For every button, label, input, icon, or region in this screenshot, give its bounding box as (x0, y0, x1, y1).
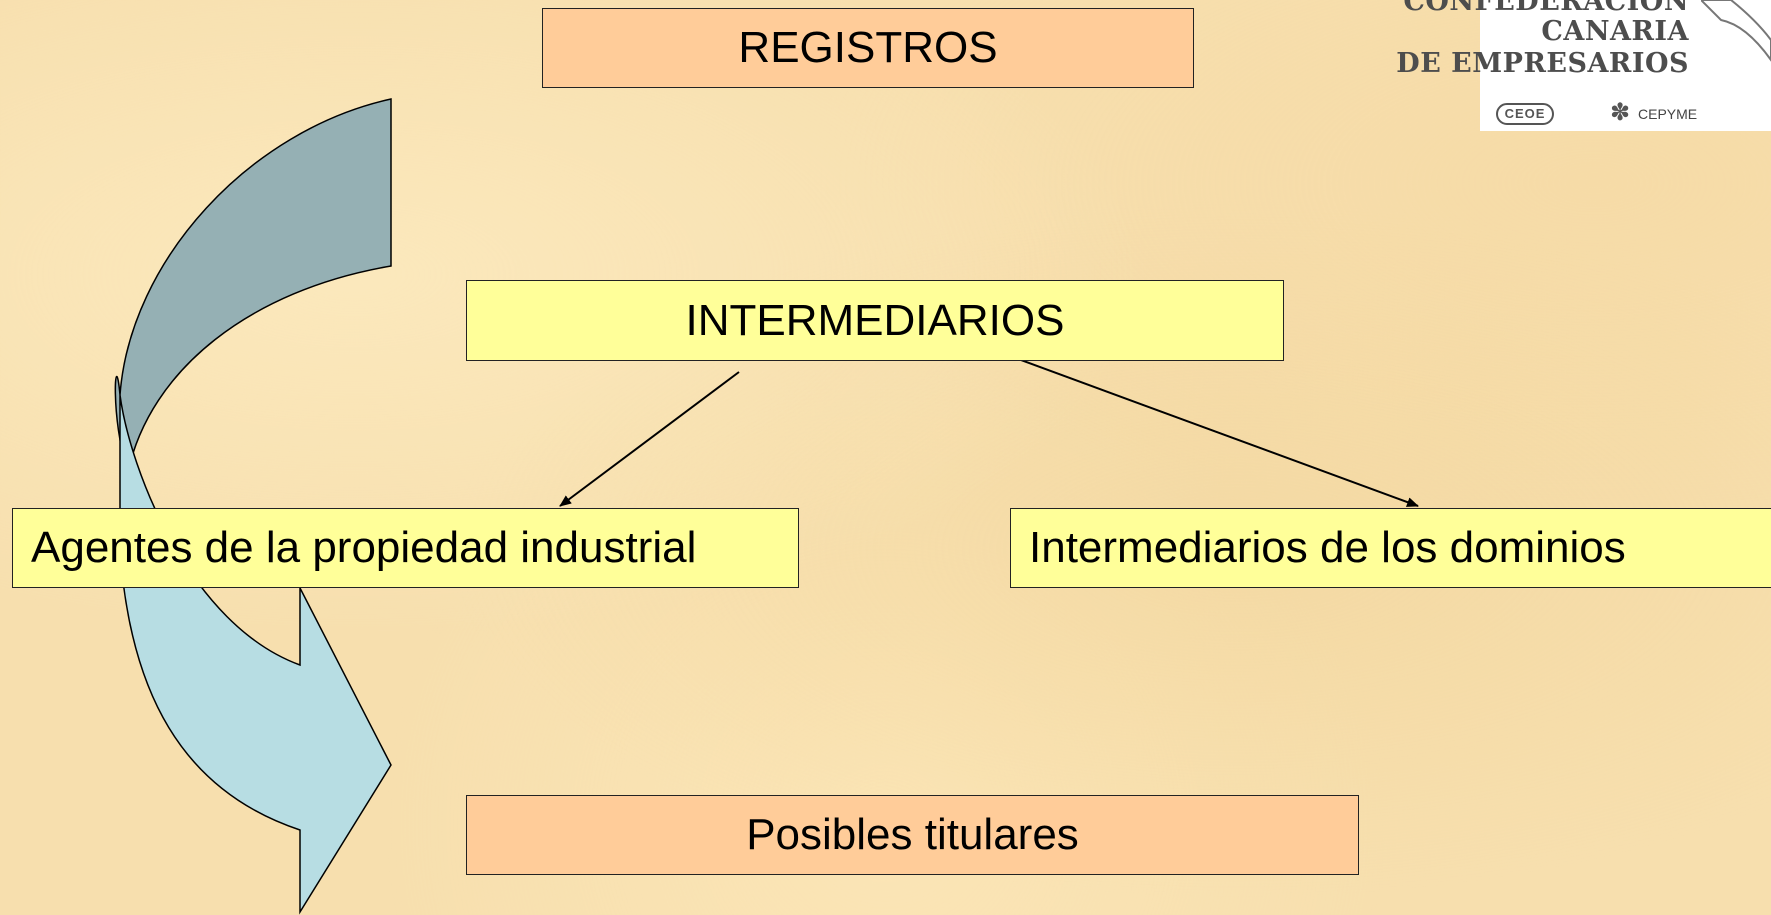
titulares-box: Posibles titulares (466, 795, 1359, 875)
curved-arrow-dark-band (114, 98, 392, 475)
dominios-box: Intermediarios de los dominios (1010, 508, 1771, 588)
confederacion-logo: CONFEDERACIÓN CANARIA DE EMPRESARIOS CEO… (1396, 0, 1771, 131)
dominios-label: Intermediarios de los dominios (1029, 523, 1626, 572)
titulares-label: Posibles titulares (746, 810, 1079, 859)
ceoe-logo: CEOE (1496, 103, 1554, 125)
logo-line-canaria: CANARIA (1541, 16, 1689, 47)
curved-arrow-light-band (119, 394, 392, 915)
cepyme-label: CEPYME (1638, 106, 1698, 122)
cepyme-flower-icon: ✽ (1610, 99, 1631, 126)
logo-arc-icon (1701, 0, 1771, 62)
connector-to-agentes (559, 371, 740, 507)
agentes-label: Agentes de la propiedad industrial (31, 523, 697, 572)
intermediarios-label: INTERMEDIARIOS (685, 295, 1065, 345)
intermediarios-box: INTERMEDIARIOS (466, 280, 1284, 361)
registros-box: REGISTROS (542, 8, 1194, 88)
logo-line-empresarios: DE EMPRESARIOS (1396, 48, 1689, 79)
agentes-box: Agentes de la propiedad industrial (12, 508, 799, 588)
connector-to-dominios (1009, 355, 1419, 507)
registros-label: REGISTROS (738, 23, 998, 72)
logo-line-confederacion: CONFEDERACIÓN (1403, 0, 1689, 17)
